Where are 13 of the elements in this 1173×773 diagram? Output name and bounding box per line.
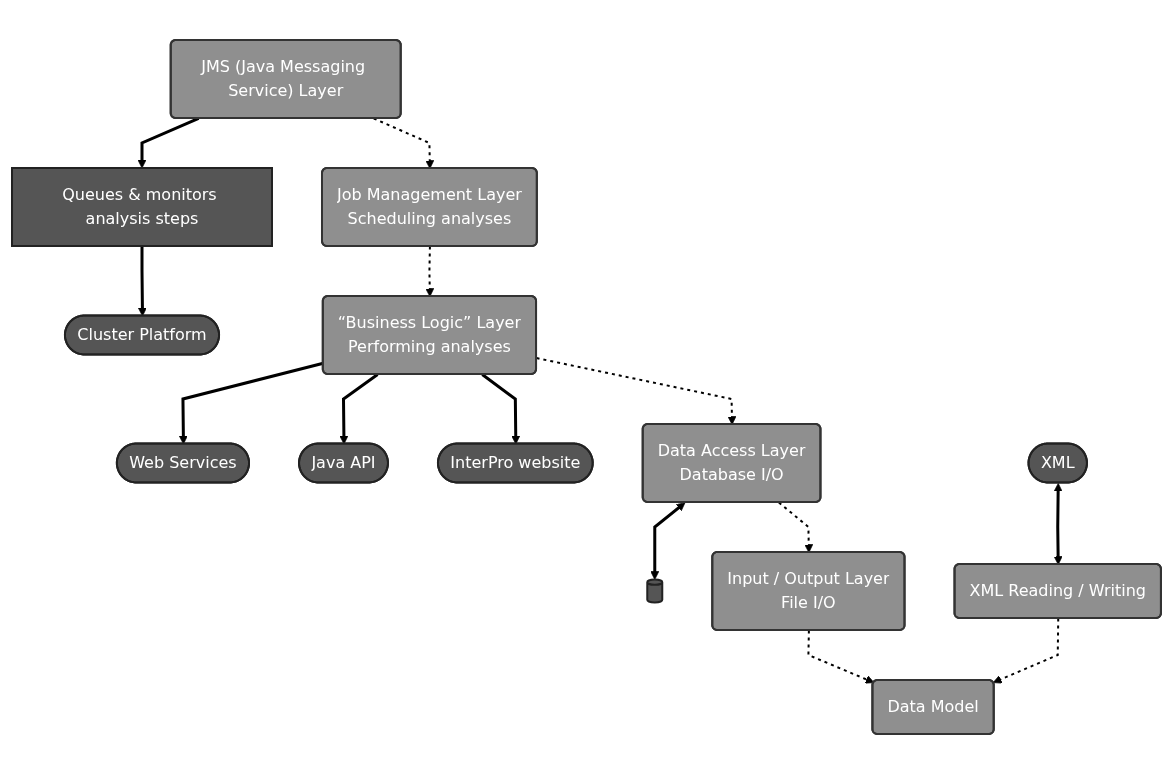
arrow — [137, 116, 200, 168]
arrow — [425, 245, 435, 297]
arrow — [138, 245, 147, 316]
node-box: Queues & monitors analysis steps — [11, 166, 273, 247]
arrow — [372, 117, 435, 169]
arrow — [481, 372, 521, 444]
arrow — [992, 617, 1060, 683]
arrow — [777, 501, 814, 553]
arrow — [650, 501, 686, 580]
arrow — [1053, 482, 1063, 565]
arrow — [339, 372, 379, 444]
node-cylinder — [646, 578, 664, 603]
arrow — [807, 629, 875, 684]
